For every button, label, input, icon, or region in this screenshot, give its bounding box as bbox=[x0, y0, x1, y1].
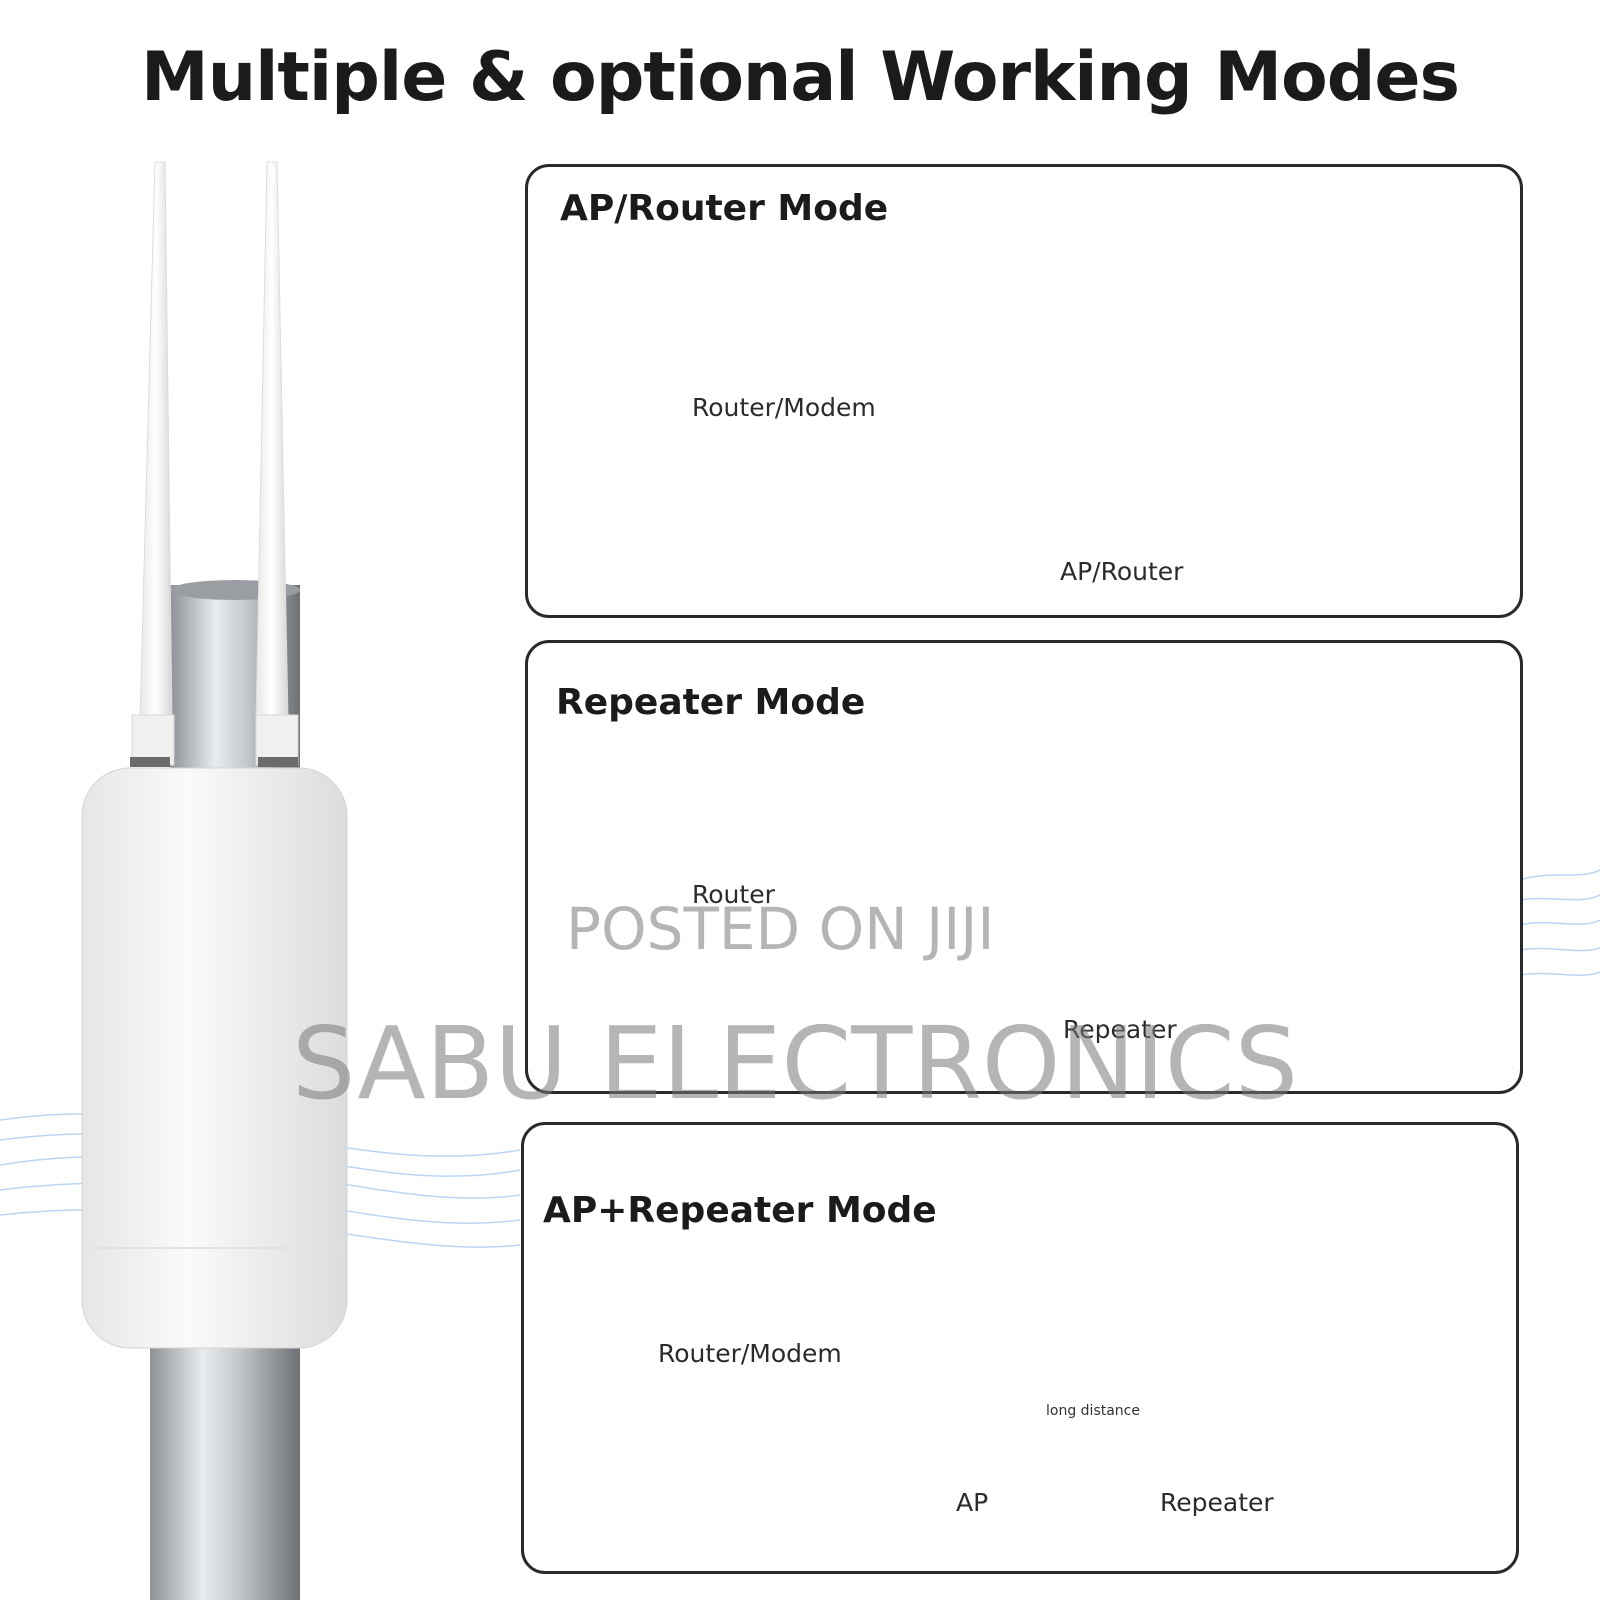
repeater-label: Repeater bbox=[1063, 1015, 1177, 1044]
page-title: Multiple & optional Working Modes bbox=[141, 38, 1460, 117]
ap-label: AP bbox=[956, 1488, 989, 1517]
panel-ap-router-mode bbox=[525, 164, 1523, 618]
antenna-left bbox=[139, 161, 173, 721]
panel-repeater-mode bbox=[525, 640, 1523, 1094]
repeater-label-3: Repeater bbox=[1160, 1488, 1274, 1517]
panel-title-repeater: Repeater Mode bbox=[556, 682, 866, 723]
antenna-right bbox=[255, 161, 289, 721]
router-modem-label: Router/Modem bbox=[692, 393, 876, 422]
panel-title-ap-repeater: AP+Repeater Mode bbox=[543, 1190, 937, 1231]
long-distance-label: long distance bbox=[1046, 1403, 1140, 1419]
ap-router-label: AP/Router bbox=[1060, 557, 1184, 586]
outdoor-router-device bbox=[81, 767, 348, 1349]
product-photo bbox=[81, 161, 348, 1600]
router-label: Router bbox=[692, 880, 775, 909]
panel-title-ap-router: AP/Router Mode bbox=[560, 188, 889, 229]
router-modem-label-3: Router/Modem bbox=[658, 1339, 842, 1368]
panel-ap-repeater-mode bbox=[521, 1122, 1519, 1574]
